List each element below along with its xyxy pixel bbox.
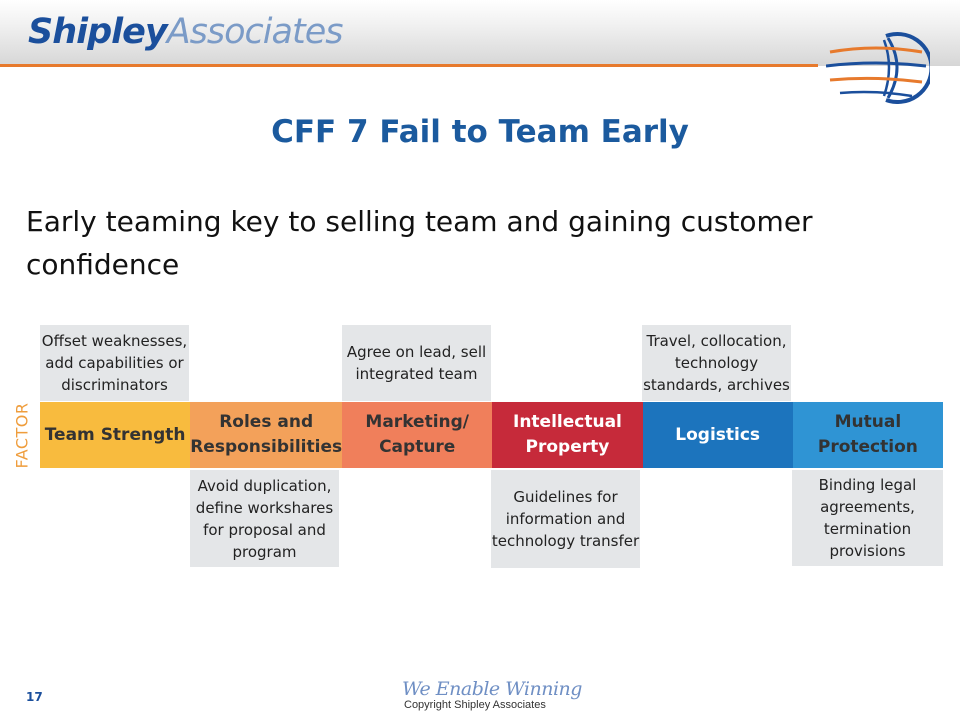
note-marketing-capture: Agree on lead, sell integrated team xyxy=(342,325,491,401)
factor-mutual-protection: Mutual Protection xyxy=(792,402,943,468)
note-intellectual-property: Guidelines for information and technolog… xyxy=(491,470,640,568)
note-team-strength: Offset weaknesses, add capabilities or d… xyxy=(40,325,189,401)
footer-copyright: Copyright Shipley Associates xyxy=(404,699,546,711)
note-logistics: Travel, collocation, technology standard… xyxy=(642,325,791,401)
footer-tagline: We Enable Winning xyxy=(402,678,582,700)
factor-axis-label: FACTOR xyxy=(6,402,38,468)
page-number: 17 xyxy=(26,690,43,704)
shipley-logo: ShipleyAssociates xyxy=(28,12,344,52)
slide-title: CFF 7 Fail to Team Early xyxy=(271,114,689,150)
note-mutual-protection: Binding legal agreements, termination pr… xyxy=(792,470,943,566)
note-roles-responsibilities: Avoid duplication, define workshares for… xyxy=(190,470,339,567)
logo-part-2: Associates xyxy=(166,12,344,52)
header-bar xyxy=(0,0,960,66)
factor-axis-text: FACTOR xyxy=(12,401,32,469)
factor-team-strength: Team Strength xyxy=(40,402,191,468)
factor-roles-responsibilities: Roles and Responsibilities xyxy=(190,402,343,468)
factor-logistics: Logistics xyxy=(642,402,793,468)
factor-marketing-capture: Marketing/ Capture xyxy=(342,402,493,468)
slide-bullet: Early teaming key to selling team and ga… xyxy=(26,205,813,281)
factor-intellectual-property: Intellectual Property xyxy=(492,402,643,468)
logo-part-1: Shipley xyxy=(28,12,168,52)
header-divider xyxy=(0,64,818,67)
factor-row: Team Strength Roles and Responsibilities… xyxy=(40,402,943,468)
globe-icon xyxy=(826,32,930,104)
